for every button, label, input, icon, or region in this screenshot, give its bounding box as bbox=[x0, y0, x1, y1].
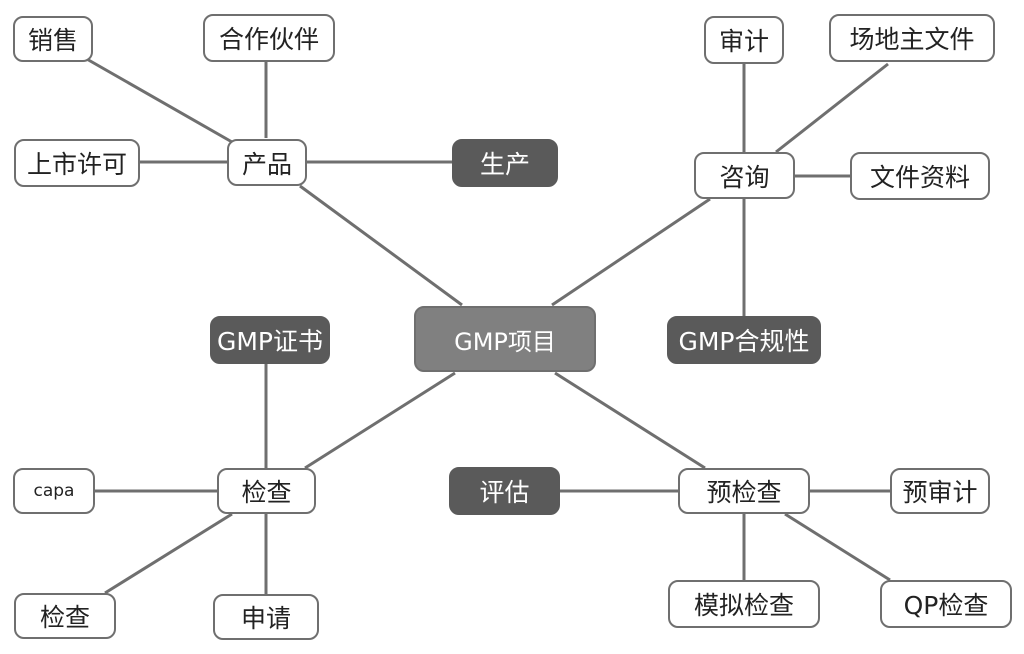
edge-inspection-sub bbox=[104, 512, 233, 595]
node-site-master-file: 场地主文件 bbox=[829, 14, 995, 62]
edge-center-preinspection bbox=[554, 371, 706, 470]
node-capa: capa bbox=[13, 468, 95, 514]
node-documentation: 文件资料 bbox=[850, 152, 990, 200]
node-gmp-compliance: GMP合规性 bbox=[667, 316, 821, 364]
edge-center-product bbox=[299, 184, 463, 307]
node-mock-inspection: 模拟检查 bbox=[668, 580, 820, 628]
edge-center-inspection bbox=[304, 371, 456, 470]
node-inspection: 检查 bbox=[217, 468, 316, 514]
edge-center-consulting bbox=[551, 197, 711, 307]
node-pre-inspection: 预检查 bbox=[678, 468, 810, 514]
node-audit: 审计 bbox=[704, 16, 784, 64]
node-partners: 合作伙伴 bbox=[203, 14, 335, 62]
node-product: 产品 bbox=[227, 139, 307, 186]
node-gmp-project: GMP项目 bbox=[414, 306, 596, 372]
node-production: 生产 bbox=[452, 139, 558, 187]
node-inspection-sub: 检查 bbox=[14, 593, 116, 639]
node-license: 上市许可 bbox=[14, 139, 140, 187]
node-application: 申请 bbox=[213, 594, 319, 640]
node-evaluation: 评估 bbox=[449, 467, 560, 515]
node-sales: 销售 bbox=[13, 16, 93, 62]
node-gmp-certificate: GMP证书 bbox=[210, 316, 330, 364]
edge-pre-qp bbox=[784, 512, 891, 582]
node-consulting: 咨询 bbox=[694, 152, 795, 199]
edge-product-sales bbox=[84, 56, 233, 144]
node-pre-audit: 预审计 bbox=[890, 468, 990, 514]
edge-consulting-smf bbox=[775, 62, 889, 154]
node-qp-inspection: QP检查 bbox=[880, 580, 1012, 628]
